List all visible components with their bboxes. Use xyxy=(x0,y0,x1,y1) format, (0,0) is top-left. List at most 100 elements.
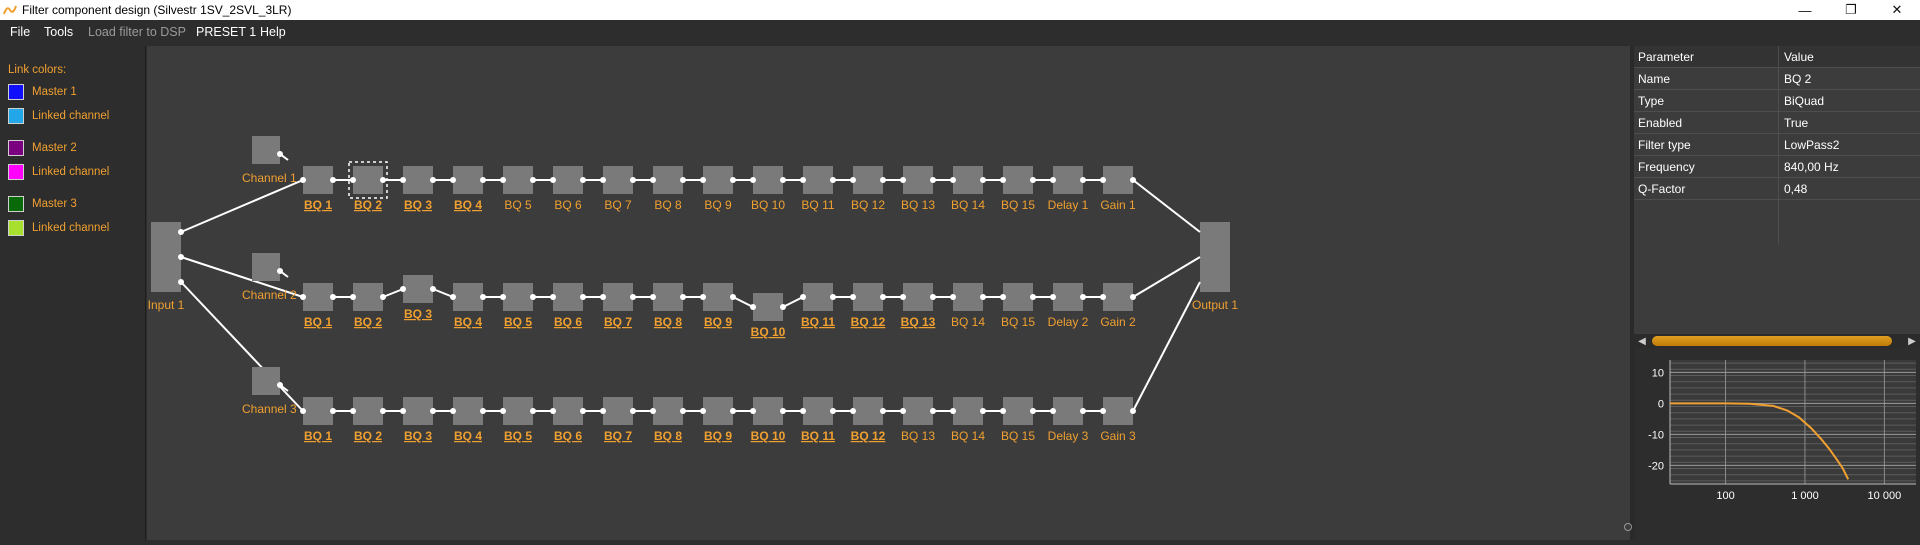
filter-block[interactable] xyxy=(1053,166,1083,194)
scroll-left-icon[interactable]: ◀ xyxy=(1638,335,1646,347)
filter-block-label[interactable]: BQ 8 xyxy=(654,429,682,443)
filter-block[interactable] xyxy=(953,166,983,194)
filter-block[interactable] xyxy=(1053,283,1083,311)
filter-block-label[interactable]: BQ 4 xyxy=(454,198,482,212)
filter-block-label[interactable]: BQ 12 xyxy=(851,315,886,329)
filter-block[interactable] xyxy=(753,293,783,321)
filter-block-label[interactable]: BQ 15 xyxy=(1001,198,1035,212)
filter-block-label[interactable]: BQ 6 xyxy=(554,315,582,329)
swatch-linked-3[interactable] xyxy=(8,220,24,236)
property-value[interactable]: BiQuad xyxy=(1784,94,1825,108)
swatch-master-1[interactable] xyxy=(8,84,24,100)
filter-block[interactable] xyxy=(603,397,633,425)
filter-block-label[interactable]: BQ 9 xyxy=(704,429,732,443)
filter-block[interactable] xyxy=(753,166,783,194)
filter-block-label[interactable]: BQ 10 xyxy=(751,429,786,443)
filter-block[interactable] xyxy=(703,283,733,311)
filter-block[interactable] xyxy=(603,283,633,311)
filter-block[interactable] xyxy=(303,283,333,311)
restore-icon[interactable]: ❐ xyxy=(1845,2,1857,17)
filter-block-label[interactable]: Gain 2 xyxy=(1100,315,1136,329)
filter-block[interactable] xyxy=(503,166,533,194)
filter-block[interactable] xyxy=(453,283,483,311)
property-row[interactable]: Q-Factor 0,48 xyxy=(1634,178,1920,200)
filter-block-label[interactable]: BQ 14 xyxy=(951,429,985,443)
property-value[interactable]: 0,48 xyxy=(1784,182,1808,196)
filter-block-label[interactable]: Delay 2 xyxy=(1048,315,1089,329)
property-value[interactable]: 840,00 Hz xyxy=(1784,160,1839,174)
swatch-linked-1[interactable] xyxy=(8,108,24,124)
filter-block-label[interactable]: BQ 5 xyxy=(504,315,532,329)
filter-block[interactable] xyxy=(1103,283,1133,311)
filter-block[interactable] xyxy=(853,166,883,194)
filter-block-label[interactable]: BQ 1 xyxy=(304,315,332,329)
filter-block[interactable] xyxy=(653,283,683,311)
filter-block-label[interactable]: BQ 5 xyxy=(504,429,532,443)
filter-block[interactable] xyxy=(1103,166,1133,194)
filter-block-label[interactable]: BQ 7 xyxy=(604,315,632,329)
filter-block[interactable] xyxy=(803,283,833,311)
splitter-handle-icon[interactable] xyxy=(1624,523,1632,531)
filter-block[interactable] xyxy=(953,283,983,311)
input-node[interactable] xyxy=(151,222,181,292)
filter-block[interactable] xyxy=(553,283,583,311)
filter-block-label[interactable]: BQ 7 xyxy=(604,198,632,212)
filter-block-label[interactable]: BQ 2 xyxy=(354,315,382,329)
filter-block[interactable] xyxy=(853,283,883,311)
filter-block-label[interactable]: BQ 6 xyxy=(554,429,582,443)
property-value[interactable]: True xyxy=(1784,116,1809,130)
filter-block-label[interactable]: BQ 8 xyxy=(654,315,682,329)
filter-block[interactable] xyxy=(853,397,883,425)
filter-block-label[interactable]: BQ 13 xyxy=(901,429,935,443)
filter-block-label[interactable]: BQ 12 xyxy=(851,198,885,212)
filter-block-label[interactable]: BQ 14 xyxy=(951,198,985,212)
close-icon[interactable]: ✕ xyxy=(1891,2,1903,17)
filter-block[interactable] xyxy=(403,275,433,303)
filter-block-label[interactable]: BQ 3 xyxy=(404,198,432,212)
filter-block[interactable] xyxy=(703,166,733,194)
scroll-thumb[interactable] xyxy=(1652,336,1892,346)
filter-block-label[interactable]: BQ 5 xyxy=(504,198,532,212)
filter-block-label[interactable]: BQ 8 xyxy=(654,198,682,212)
channel-node[interactable] xyxy=(252,253,280,281)
property-row[interactable]: Name BQ 2 xyxy=(1634,68,1920,90)
filter-block-label[interactable]: BQ 9 xyxy=(704,198,732,212)
scroll-right-icon[interactable]: ▶ xyxy=(1908,335,1916,347)
filter-block-label[interactable]: Gain 3 xyxy=(1100,429,1136,443)
menu-load-filter[interactable]: Load filter to DSP xyxy=(88,25,186,39)
filter-block[interactable] xyxy=(903,166,933,194)
horizontal-scrollbar[interactable]: ◀ ▶ xyxy=(1634,334,1920,348)
filter-block[interactable] xyxy=(1003,166,1033,194)
output-node[interactable] xyxy=(1200,222,1230,292)
filter-block[interactable] xyxy=(503,283,533,311)
filter-block[interactable] xyxy=(553,166,583,194)
filter-block[interactable] xyxy=(903,283,933,311)
property-row[interactable]: Type BiQuad xyxy=(1634,90,1920,112)
swatch-linked-2[interactable] xyxy=(8,164,24,180)
filter-block-label[interactable]: BQ 15 xyxy=(1001,315,1035,329)
filter-block-label[interactable]: Delay 3 xyxy=(1048,429,1089,443)
filter-block-label[interactable]: Gain 1 xyxy=(1100,198,1136,212)
filter-block[interactable] xyxy=(653,397,683,425)
filter-block-label[interactable]: BQ 14 xyxy=(951,315,985,329)
filter-block[interactable] xyxy=(503,397,533,425)
filter-block[interactable] xyxy=(453,166,483,194)
filter-block-label[interactable]: Delay 1 xyxy=(1048,198,1089,212)
filter-block[interactable] xyxy=(653,166,683,194)
filter-block[interactable] xyxy=(403,166,433,194)
filter-block-label[interactable]: BQ 9 xyxy=(704,315,732,329)
filter-block[interactable] xyxy=(353,166,383,194)
property-row[interactable]: Enabled True xyxy=(1634,112,1920,134)
filter-block-label[interactable]: BQ 13 xyxy=(901,198,935,212)
menu-tools[interactable]: Tools xyxy=(44,25,74,39)
filter-block[interactable] xyxy=(353,283,383,311)
menu-preset[interactable]: PRESET 1 xyxy=(196,25,257,39)
property-value[interactable]: LowPass2 xyxy=(1784,138,1840,152)
filter-block-label[interactable]: BQ 4 xyxy=(454,315,482,329)
filter-block-label[interactable]: BQ 11 xyxy=(801,198,834,212)
filter-block[interactable] xyxy=(353,397,383,425)
property-value[interactable]: BQ 2 xyxy=(1784,72,1812,86)
filter-block[interactable] xyxy=(703,397,733,425)
filter-block-label[interactable]: BQ 2 xyxy=(354,198,382,212)
